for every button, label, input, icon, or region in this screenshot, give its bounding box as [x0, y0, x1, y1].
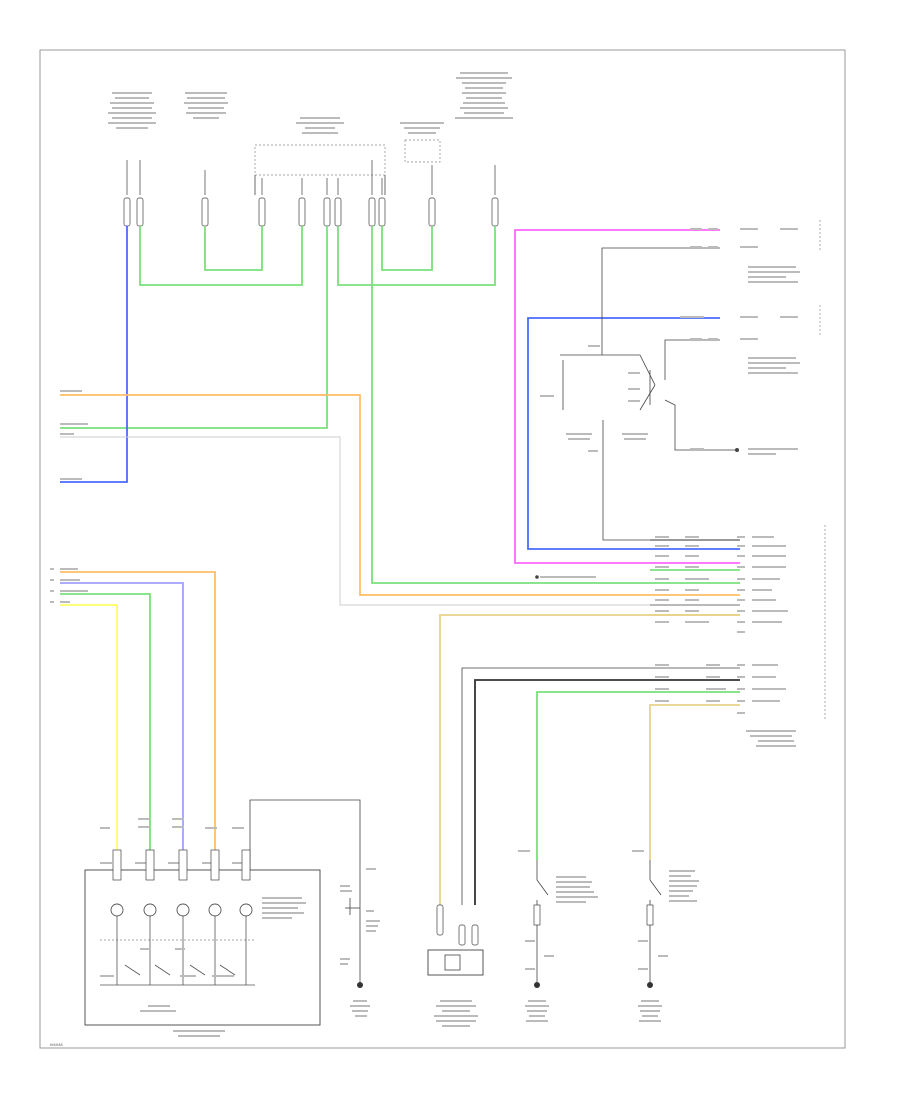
steering-switch-labels — [100, 897, 306, 1037]
green-wires — [60, 226, 650, 584]
tan-wire-center — [439, 614, 740, 905]
steering-switch-wires — [60, 571, 216, 860]
center-sensor-labels — [434, 1000, 478, 1027]
horn-ground — [345, 875, 363, 988]
top-connector-pins — [126, 160, 496, 195]
steering-wire-labels — [50, 568, 244, 864]
splice-dot — [535, 575, 539, 579]
right-switch-labels — [518, 850, 699, 1022]
instrument-connector — [650, 539, 740, 616]
lower-connector — [461, 667, 740, 905]
right-sensor-labels — [540, 228, 800, 455]
right-switch-2 — [646, 860, 662, 988]
figure-code: fd4048 — [50, 1043, 63, 1047]
blue-wire-left — [60, 226, 128, 483]
diagram-frame — [39, 49, 846, 1049]
instrument-connector-labels — [540, 536, 788, 633]
lower-connector-labels — [655, 664, 796, 747]
pin-terminals — [123, 197, 499, 227]
top-component-labels — [108, 72, 513, 134]
gray-wire-left — [60, 436, 650, 606]
left-wire-labels — [60, 390, 88, 480]
top-connector-block — [254, 139, 441, 195]
right-switch-1 — [533, 860, 549, 988]
steering-switch-box — [84, 799, 361, 1026]
center-sensor — [427, 904, 484, 976]
right-sensor-block — [514, 220, 826, 720]
horn-labels — [340, 868, 380, 1017]
orange-wire-left — [60, 394, 650, 596]
